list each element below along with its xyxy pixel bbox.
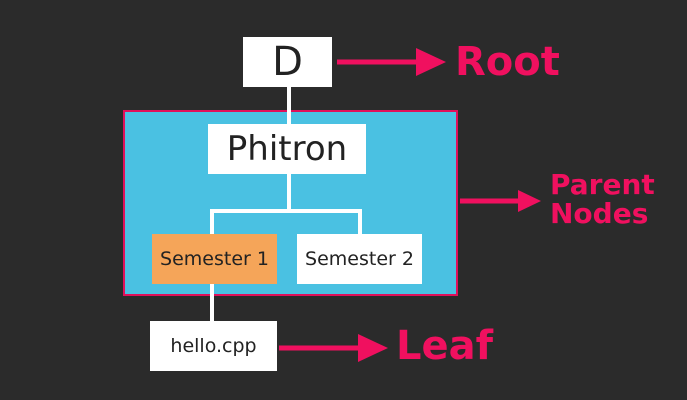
root-node-label: D bbox=[272, 39, 303, 85]
leaf-arrow bbox=[279, 334, 388, 362]
phitron-node: Phitron bbox=[208, 124, 366, 174]
leaf-node: hello.cpp bbox=[150, 321, 277, 371]
root-node: D bbox=[243, 37, 332, 87]
leaf-annotation: Leaf bbox=[396, 323, 494, 369]
root-annotation: Root bbox=[455, 39, 560, 85]
semester-1-node-label: Semester 1 bbox=[160, 248, 269, 270]
phitron-node-label: Phitron bbox=[226, 129, 348, 169]
leaf-node-label: hello.cpp bbox=[170, 335, 257, 357]
parent-nodes-annotation-line-1: Parent bbox=[550, 168, 655, 201]
semester-2-node-label: Semester 2 bbox=[305, 248, 414, 270]
parent-nodes-annotation: Parent Nodes bbox=[550, 170, 655, 228]
root-arrow bbox=[337, 48, 446, 76]
semester-2-node: Semester 2 bbox=[297, 234, 422, 284]
parent-nodes-annotation-line-2: Nodes bbox=[550, 197, 649, 230]
semester-1-node: Semester 1 bbox=[152, 234, 277, 284]
parent-nodes-arrow bbox=[460, 190, 541, 212]
